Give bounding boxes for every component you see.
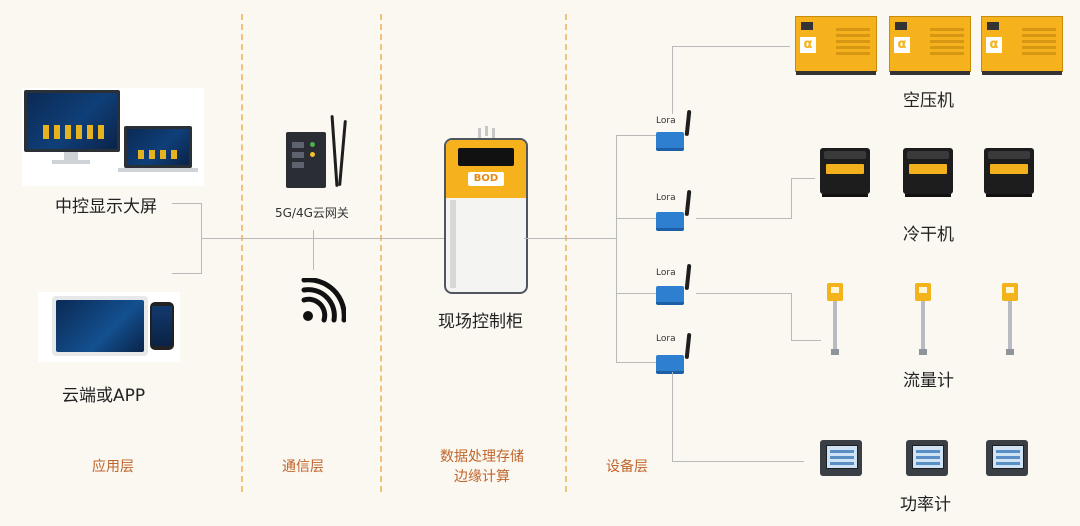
lora-label: Lora bbox=[656, 116, 676, 126]
lora-module bbox=[656, 189, 694, 231]
gateway-antenna bbox=[330, 114, 339, 188]
connector bbox=[672, 461, 804, 462]
monitor-large bbox=[24, 90, 120, 152]
divider-edge-device bbox=[565, 14, 567, 492]
laptop bbox=[124, 126, 192, 168]
divider-comm-edge bbox=[380, 14, 382, 492]
gateway-label: 5G/4G云网关 bbox=[275, 206, 349, 220]
lora-label: Lora bbox=[656, 193, 676, 203]
flow-meter bbox=[1001, 283, 1019, 359]
connector bbox=[313, 230, 314, 270]
divider-app-comm bbox=[241, 14, 243, 492]
air-compressor: α bbox=[889, 16, 971, 75]
layer-label-device: 设备层 bbox=[606, 459, 648, 475]
connector bbox=[791, 178, 815, 179]
refrigerated-dryer bbox=[903, 148, 953, 197]
compressor-logo: α bbox=[894, 37, 910, 53]
cabinet-label: 现场控制柜 bbox=[438, 312, 523, 332]
flow-meter bbox=[826, 283, 844, 359]
connector bbox=[672, 46, 673, 114]
connector bbox=[616, 135, 656, 136]
lora-module bbox=[656, 332, 694, 374]
connector bbox=[696, 293, 792, 294]
compressor-logo: α bbox=[986, 37, 1002, 53]
big-screen-label: 中控显示大屏 bbox=[55, 197, 157, 217]
lora-label: Lora bbox=[656, 268, 676, 278]
air-compressor: α bbox=[981, 16, 1063, 75]
gateway-antenna bbox=[338, 119, 347, 187]
lora-module bbox=[656, 263, 694, 305]
layer-label-communication: 通信层 bbox=[282, 459, 324, 475]
refrigerated-dryer bbox=[984, 148, 1034, 197]
air-compressor-label: 空压机 bbox=[903, 91, 954, 111]
connector bbox=[616, 293, 656, 294]
connector bbox=[672, 372, 673, 462]
layer-label-edge-1: 数据处理存储 bbox=[440, 449, 524, 465]
lora-label: Lora bbox=[656, 334, 676, 344]
flow-meter bbox=[914, 283, 932, 359]
cloud-app-image bbox=[38, 292, 180, 362]
wifi-icon bbox=[301, 278, 346, 323]
brand-logo: BOD bbox=[468, 172, 504, 186]
power-meter bbox=[986, 440, 1028, 476]
connector bbox=[172, 203, 202, 204]
power-meter bbox=[906, 440, 948, 476]
connector bbox=[791, 178, 792, 219]
big-screen-image bbox=[22, 88, 204, 186]
air-compressor: α bbox=[795, 16, 877, 75]
lora-module bbox=[656, 109, 694, 151]
power-meter-label: 功率计 bbox=[900, 495, 951, 515]
power-meter bbox=[820, 440, 862, 476]
gateway-device bbox=[286, 132, 326, 188]
layer-label-edge-2: 边缘计算 bbox=[454, 469, 510, 485]
refrigerated-dryer bbox=[820, 148, 870, 197]
connector bbox=[791, 293, 792, 341]
flow-meter-label: 流量计 bbox=[903, 371, 954, 391]
connector bbox=[696, 218, 792, 219]
layer-label-application: 应用层 bbox=[92, 459, 134, 475]
control-cabinet: BOD bbox=[444, 138, 528, 294]
connector bbox=[616, 135, 617, 363]
connector bbox=[172, 273, 202, 274]
dryer-label: 冷干机 bbox=[903, 225, 954, 245]
tablet bbox=[52, 296, 148, 356]
connector bbox=[524, 238, 616, 239]
connector bbox=[616, 362, 656, 363]
compressor-logo: α bbox=[800, 37, 816, 53]
connector bbox=[201, 238, 445, 239]
phone bbox=[150, 302, 174, 350]
connector bbox=[791, 340, 821, 341]
connector bbox=[672, 46, 790, 47]
connector bbox=[616, 218, 656, 219]
cloud-app-label: 云端或APP bbox=[62, 386, 146, 406]
